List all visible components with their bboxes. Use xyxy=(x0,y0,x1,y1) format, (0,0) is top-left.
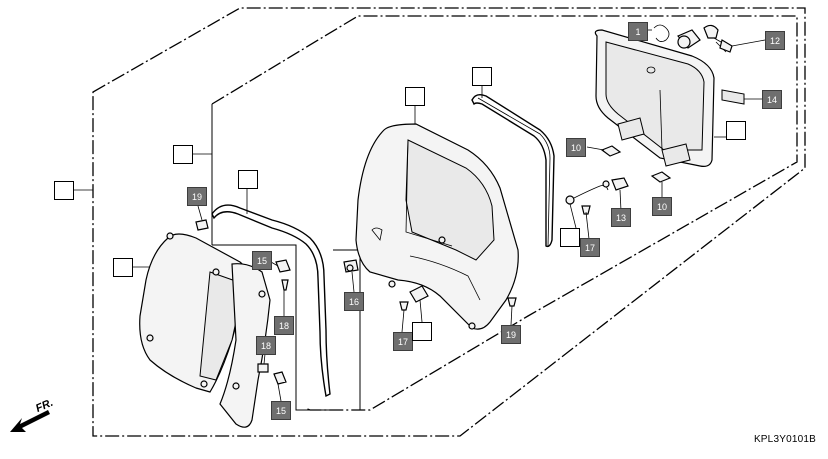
callout-blank-case xyxy=(405,87,425,106)
callout-19-left: 19 xyxy=(187,187,207,206)
callout-17-right: 17 xyxy=(580,238,600,257)
case-seal xyxy=(471,93,555,248)
callout-16: 16 xyxy=(344,292,364,311)
callout-18-upper: 18 xyxy=(274,316,294,335)
leader-box-left xyxy=(211,104,330,411)
callout-10-lower: 10 xyxy=(652,197,672,216)
side-cover-outer xyxy=(139,232,248,393)
callout-13: 13 xyxy=(611,208,631,227)
callout-blank-latch xyxy=(560,228,580,247)
callout-leaders xyxy=(74,29,766,402)
callout-19-right: 19 xyxy=(501,325,521,344)
callout-12: 12 xyxy=(765,31,785,50)
callout-blank-outer xyxy=(54,181,74,200)
front-direction-arrow xyxy=(10,410,50,432)
emblem-plate xyxy=(721,89,745,105)
key-set xyxy=(653,24,733,53)
outer-boundary xyxy=(92,7,806,437)
latch-hardware xyxy=(565,145,672,215)
callout-1: 1 xyxy=(628,22,648,41)
diagram-code: KPL3Y0101B xyxy=(753,434,816,445)
callout-15-lower: 15 xyxy=(271,401,291,420)
callout-18-lower: 18 xyxy=(256,336,276,355)
callout-10-upper: 10 xyxy=(566,138,586,157)
leader-box-mid xyxy=(333,249,361,410)
callout-15-upper: 15 xyxy=(252,251,272,270)
callout-14: 14 xyxy=(762,90,782,109)
cover-hardware xyxy=(195,219,291,385)
top-case-lid xyxy=(594,29,715,167)
callout-blank-seal-left xyxy=(238,170,258,189)
callout-blank-side-assy xyxy=(173,145,193,164)
callout-blank-cover xyxy=(113,258,133,277)
callout-blank-bracket xyxy=(412,322,432,341)
callout-17-left: 17 xyxy=(393,332,413,351)
cover-seal-strip xyxy=(211,204,331,398)
top-case-body xyxy=(355,123,519,330)
case-mount-hardware xyxy=(343,259,517,311)
callout-blank-lid xyxy=(726,121,746,140)
callout-blank-seal-right xyxy=(472,67,492,86)
